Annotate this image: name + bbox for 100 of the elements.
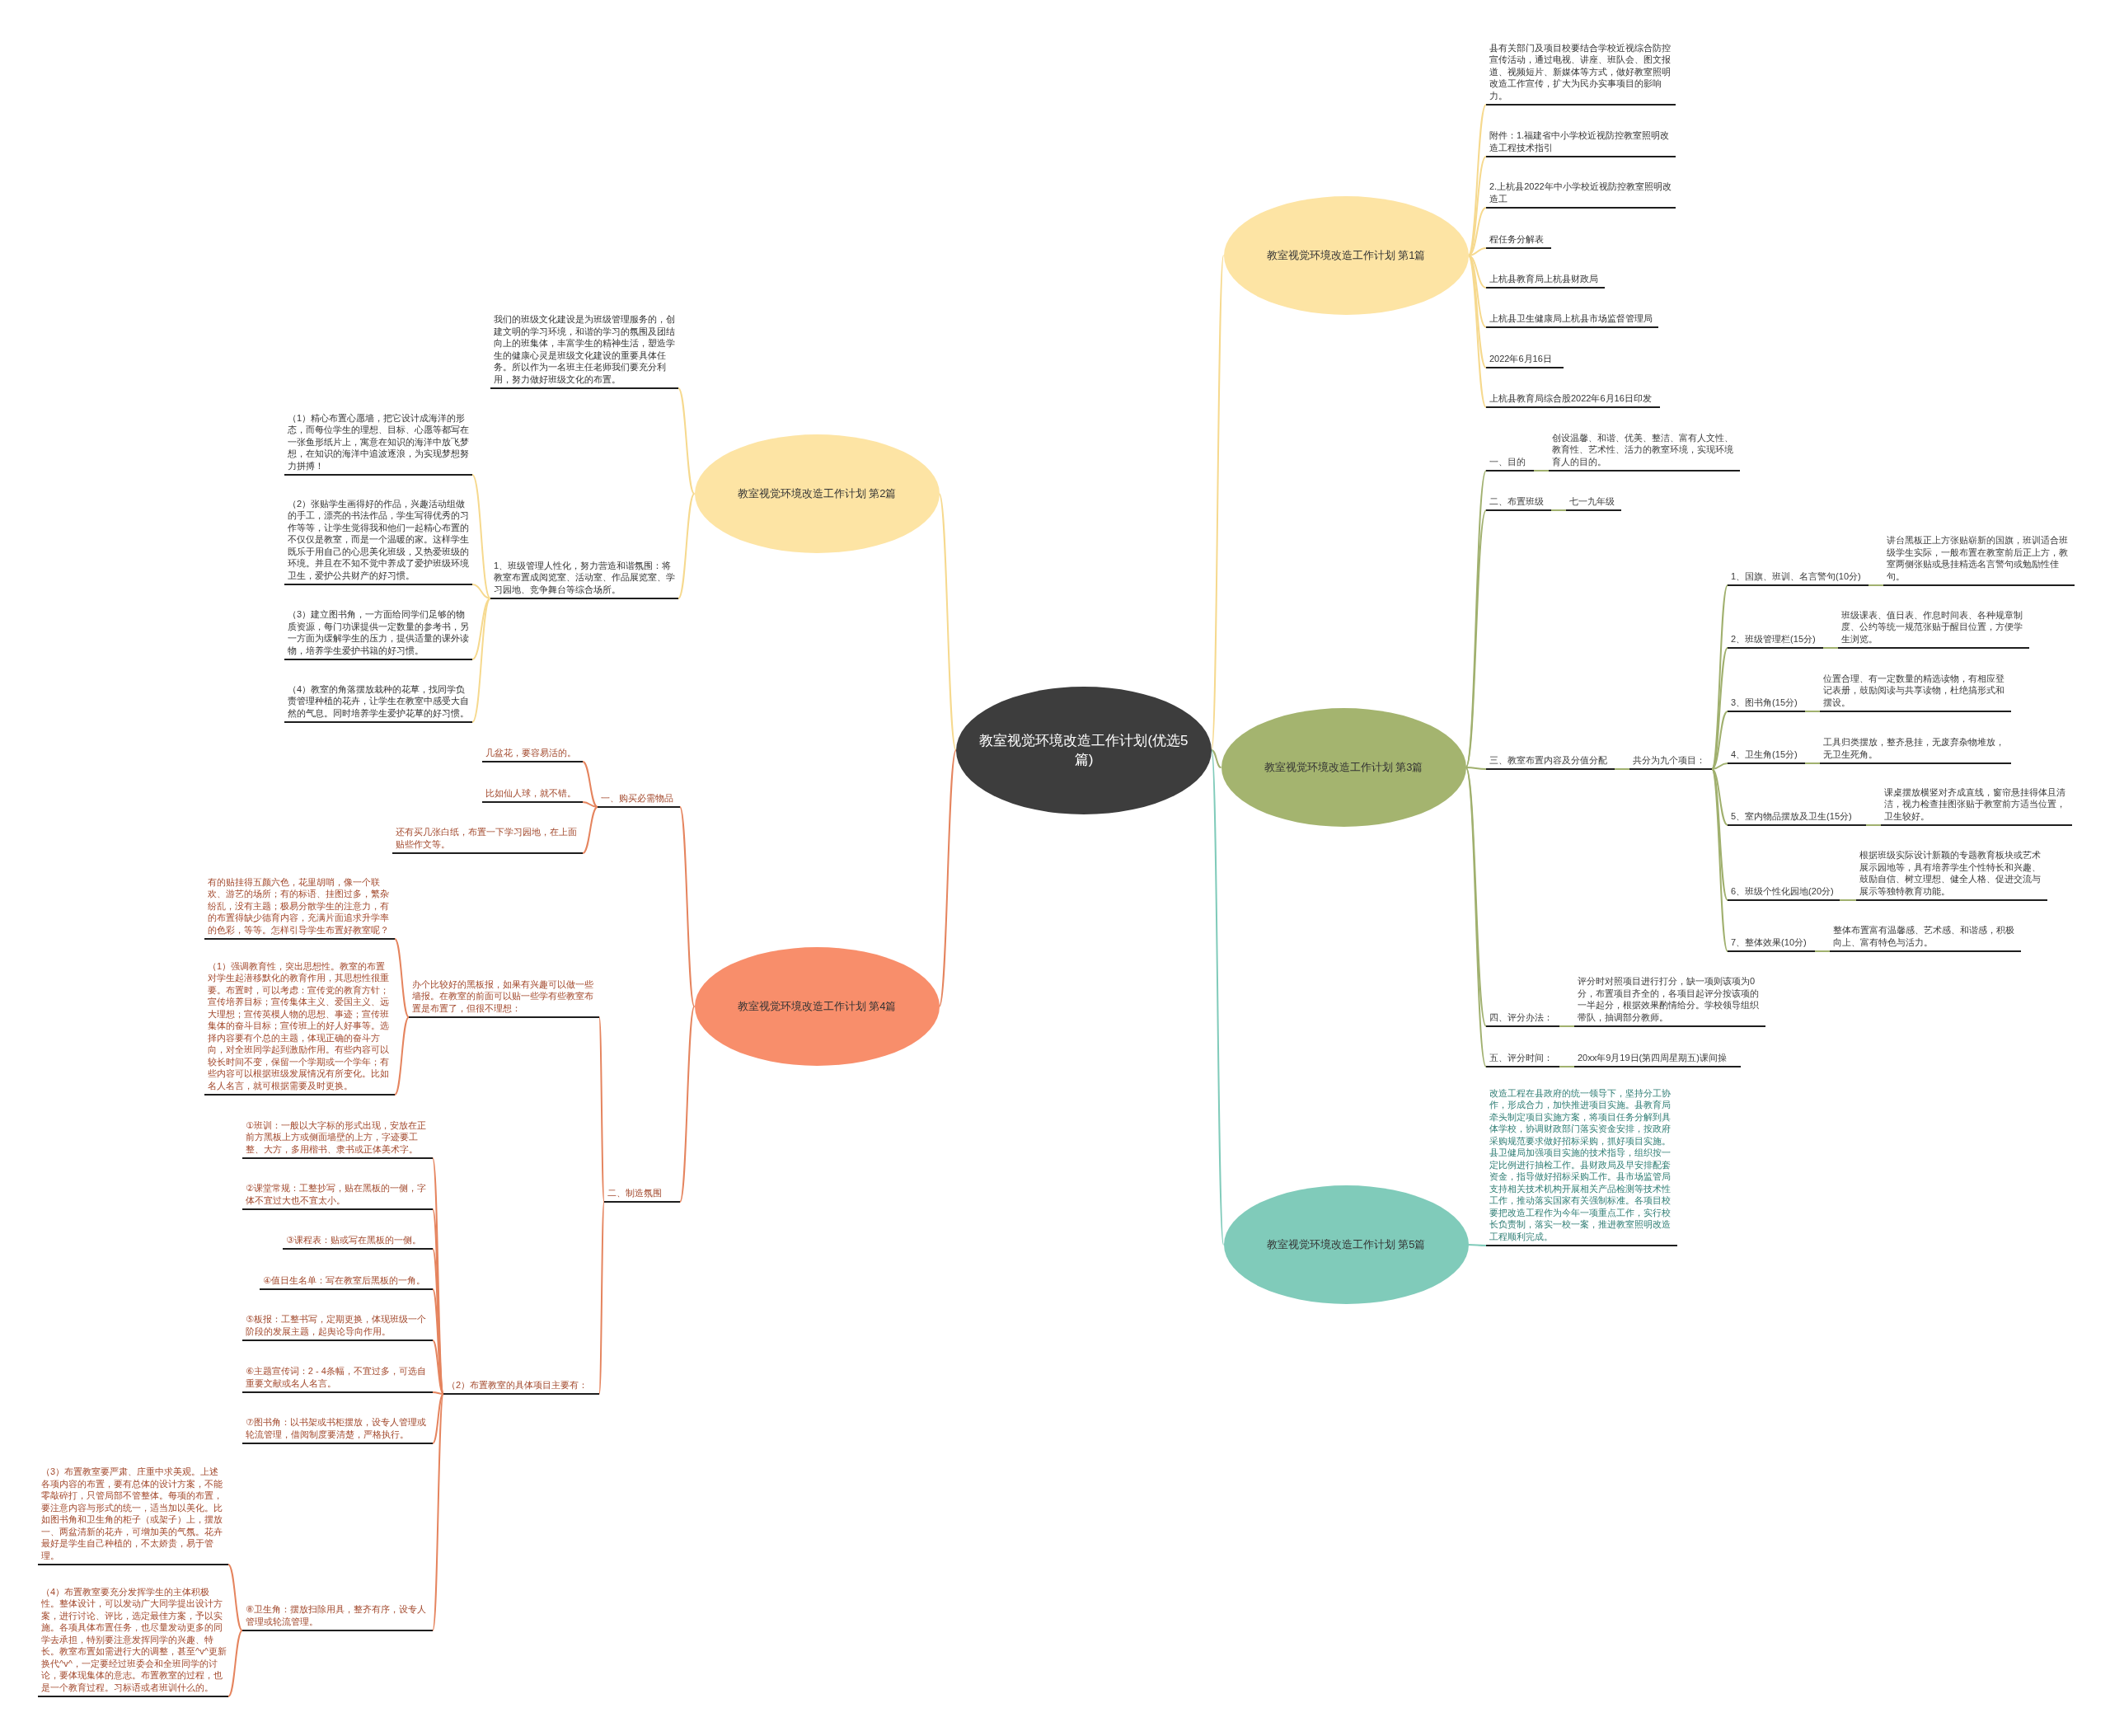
topic-label: 还有买几张白纸，布置一下学习园地，在上面贴些作文等。 — [392, 826, 583, 854]
connector-line — [432, 1340, 444, 1395]
topic-label: ③课程表：贴或写在黑板的一侧。 — [283, 1233, 433, 1250]
connector-line — [1550, 509, 1567, 511]
topic-label: 一、购买必需物品 — [598, 791, 680, 808]
connector-line — [227, 1564, 243, 1631]
branch-topic-ellipse: 教室视觉环境改造工作计划 第4篇 — [694, 947, 940, 1066]
connector-line — [1868, 584, 1884, 586]
connector-line — [394, 1016, 410, 1096]
connector-line — [432, 1393, 444, 1444]
topic-label: 班级课表、值日表、作息时间表、各种规章制度、公约等统一规范张贴于醒目位置，方便学生浏览。 — [1838, 608, 2029, 649]
connector-line — [227, 1630, 243, 1697]
connector-line — [1614, 768, 1630, 770]
topic-label: 2022年6月16日 — [1486, 352, 1564, 368]
connector-line — [432, 1393, 444, 1631]
connector-line — [394, 938, 410, 1018]
topic-label: 整体布置富有温馨感、艺术感、和谐感，积极向上、富有特色与活力。 — [1830, 924, 2021, 952]
connector-line — [1211, 749, 1222, 768]
topic-label: 几盆花，要容易活的。 — [482, 746, 583, 762]
topic-label: 上杭县教育局上杭县财政局 — [1486, 272, 1605, 289]
connector-line — [1533, 470, 1550, 472]
topic-label: ④值日生名单：写在教室后黑板的一角。 — [260, 1274, 433, 1290]
topic-label: （4）布置教室要充分发挥学生的主体积极性。整体设计，可以发动广大同学提出设计方案，进行讨论、评比，选定最佳方案，予以实施。各项具体布置任务，也尽量发动更多的同学去承担，特别要注意发挥同学的兴趣、特长。教室布置如需进行大的调整，甚至^v^更新换代^v^，一定要经过班委会和全班同学的讨论，要体现集体的意志。布置教室的过程，也是一个教育过程。习标语或者班训什么的。 — [38, 1585, 228, 1697]
connector-line — [582, 761, 598, 808]
connector-line — [1467, 1244, 1487, 1246]
connector-line — [1804, 762, 1821, 764]
connector-line — [1711, 647, 1728, 770]
connector-line — [1865, 824, 1882, 826]
connector-line — [679, 1006, 696, 1203]
topic-label: 课桌摆放横竖对齐成直线，窗帘悬挂得体且清洁，视力检查挂图张贴于教室前方适当位置，卫生较好。 — [1881, 786, 2072, 826]
topic-label: ⑦图书角：以书架或书柜摆放，设专人管理或轮流管理，借阅制度要清楚，严格执行。 — [242, 1416, 433, 1444]
topic-label: 讲台黑板正上方张贴崭新的国旗，班训适合班级学生实际，一般布置在教室前后正上方，教室两侧张贴或悬挂精选名言警句或勉励性佳句。 — [1883, 534, 2075, 586]
topic-label: 七一九年级 — [1566, 495, 1621, 511]
connector-line — [432, 1391, 444, 1395]
topic-label: 上杭县教育局综合股2022年6月16日印发 — [1486, 392, 1660, 408]
connector-line — [1465, 767, 1487, 770]
topic-label: （2）布置教室的具体项目主要有： — [443, 1378, 599, 1395]
topic-label: ⑥主题宣传词：2 - 4条幅，不宜过多，可选自重要文献或名人名言。 — [242, 1365, 433, 1393]
branch-topic-ellipse: 教室视觉环境改造工作计划 第2篇 — [694, 434, 940, 553]
connector-line — [1839, 899, 1857, 901]
topic-label: （1）强调教育性，突出思想性。教室的布置对学生起潜移默化的教育作用，其思想性很重要。布置时，可以考虑：宣传党的教育方针；宣传培养目标；宣传集体主义、爱国主义、远大理想；宣传英模人物的思想、事迹；宣传班集体的奋斗目标；宣传班上的好人好事等。选择内容要有个总的主题，体现正确的奋斗方向，对全班同学起到激励作用。有些内容可以较长时间不变，保留一个学期或一个学年；有些内容可以根据班级发展情况有所变化。比如名人名言，就可根据需要及时更换。 — [204, 959, 395, 1096]
branch-topic-ellipse: 教室视觉环境改造工作计划 第5篇 — [1223, 1185, 1469, 1304]
topic-label: ①班训：一般以大字标的形式出现，安放在正前方黑板上方或侧面墙壁的上方，字迹要工整、大方，多用楷书、隶书或正体美术字。 — [242, 1119, 433, 1159]
topic-label: （1）精心布置心愿墙，把它设计成海洋的形态，而每位学生的理想、目标、心愿等都写在一张鱼形纸片上，寓意在知识的海洋中放飞梦想，在知识的海洋中追波逐浪，为实现梦想努力拼搏！ — [284, 411, 472, 476]
topic-label: 有的贴挂得五颜六色，花里胡哨，像一个联欢、游艺的场所；有的标语、挂图过多，繁杂纷乱，没有主题；极易分散学生的注意力，有的布置得缺少德育内容，充满片面追求升学率的色彩，等等。怎样引导学生布置好教室呢？ — [204, 875, 395, 940]
topic-label: 二、制造氛围 — [604, 1186, 680, 1203]
connector-line — [1711, 768, 1728, 952]
topic-label: 6、班级个性化园地(20分) — [1728, 884, 1840, 901]
connector-line — [678, 387, 696, 495]
connector-line — [471, 598, 491, 660]
connector-line — [582, 806, 598, 854]
connector-line — [1711, 762, 1728, 770]
topic-label: 上杭县卫生健康局上杭县市场监督管理局 — [1486, 312, 1658, 328]
connector-line — [1711, 584, 1728, 770]
topic-label: （4）教室的角落摆放栽种的花草，找同学负责管理种植的花卉，让学生在教室中感受大自然的气息。同时培养学生爱护花草的好习惯。 — [284, 683, 472, 723]
topic-label: 1、国旗、班训、名言警句(10分) — [1728, 570, 1869, 586]
connector-line — [582, 801, 598, 808]
connector-line — [598, 1016, 605, 1203]
topic-label: 三、教室布置内容及分值分配 — [1486, 753, 1615, 770]
topic-label: 五、评分时间： — [1486, 1051, 1559, 1067]
topic-label: 改造工程在县政府的统一领导下，坚持分工协作，形成合力，加快推进项目实施。县教育局牵头制定项目实施方案，将项目任务分解到具体学校，协调财政部门落实资金安排，按政府采购规范要求做好招标采购，抓好项目实施。县卫健局加强项目实施的技术指导，组织按一定比例进行抽检工作。县财政局及早安排配套资金，指导做好招标采购工作。县市场监管局支持相关技术机构开展相关产品检测等技术性工作，推动落实国家有关强制标准。各项目校要把改造工程作为今年一项重点工作，实行校长负责制，落实一校一案，推进教室照明改造工程顺利完成。 — [1486, 1086, 1677, 1246]
topic-label: 四、评分办法： — [1486, 1011, 1559, 1027]
topic-label: ②课堂常规：工整抄写，贴在黑板的一侧，字体不宜过大也不宜太小。 — [242, 1182, 433, 1210]
topic-label: 20xx年9月19日(第四周星期五)课间操 — [1574, 1051, 1741, 1067]
connector-line — [1804, 711, 1821, 712]
topic-label: 创设温馨、和谐、优美、整洁、富有人文性、教育性、艺术性、活力的教室环境，实现环境育人的目的。 — [1549, 431, 1740, 472]
branch-topic-ellipse: 教室视觉环境改造工作计划 第1篇 — [1223, 196, 1469, 315]
topic-label: 程任务分解表 — [1486, 232, 1551, 249]
connector-line — [471, 584, 491, 599]
topic-label: 3、图书角(15分) — [1728, 696, 1805, 712]
connector-line — [432, 1288, 444, 1395]
connector-line — [1559, 1066, 1575, 1067]
topic-label: 工具归类摆放，整齐悬挂，无废弃杂物堆放，无卫生死角。 — [1820, 736, 2011, 764]
topic-label: 共分为九个项目： — [1629, 753, 1712, 770]
topic-label: ⑤板报：工整书写，定期更换，体现班级一个阶段的发展主题，起舆论导向作用。 — [242, 1313, 433, 1341]
connector-line — [938, 493, 957, 751]
topic-label: （3）建立图书角，一方面给同学们足够的物质资源，每门功课提供一定数量的参考书，另一方面为缓解学生的压力，提供适量的课外读物，培养学生爱护书籍的好习惯。 — [284, 608, 472, 660]
branch-topic-ellipse: 教室视觉环境改造工作计划 第3篇 — [1221, 708, 1466, 827]
connector-line — [598, 1201, 605, 1395]
topic-label: 办个比较好的黑板报，如果有兴趣可以做一些墙报。在教室的前面可以贴一些学有些教室布置是布置了，但很不理想： — [409, 978, 599, 1018]
connector-line — [471, 474, 491, 599]
topic-label: 1、班级管理人性化，努力营造和谐氛围：将教室布置成阅览室、活动室、作品展览室、学习园地、竞争舞台等综合场所。 — [490, 559, 678, 599]
topic-label: 根据班级实际设计新颖的专题教育板块或艺术展示园地等，具有培养学生个性特长和兴趣、鼓励自信、树立理想、健全人格、促进交流与展示等独特教育功能。 — [1856, 849, 2047, 901]
connector-line — [1814, 950, 1831, 952]
topic-label: 2.上杭县2022年中小学校近视防控教室照明改造工 — [1486, 181, 1676, 209]
topic-label: 比如仙人球，就不错。 — [482, 786, 583, 803]
connector-line — [1822, 647, 1839, 649]
topic-label: 二、布置班级 — [1486, 495, 1551, 511]
topic-label: 7、整体效果(10分) — [1728, 936, 1815, 952]
connector-line — [1559, 1025, 1575, 1027]
central-topic-ellipse: 教室视觉环境改造工作计划(优选5篇) — [956, 686, 1212, 814]
connector-line — [1711, 768, 1728, 901]
topic-label: 附件：1.福建省中小学校近视防控教室照明改造工程技术指引 — [1486, 129, 1676, 157]
topic-label: 4、卫生角(15分) — [1728, 748, 1805, 764]
topic-label: ⑧卫生角：摆放扫除用具，整齐有序，设专人管理或轮流管理。 — [242, 1603, 433, 1631]
topic-label: 评分时对照项目进行打分，缺一项则该项为0分，布置项目齐全的，各项目起评分按该项的一半起分，根据效果酌情给分。学校领导组织带队，抽调部分教师。 — [1574, 975, 1765, 1027]
connector-line — [938, 749, 957, 1007]
topic-label: （3）布置教室要严肃、庄重中求美观。上述各项内容的布置，要有总体的设计方案，不能零敲碎打，只管局部不管整体。每项的布置，要注意内容与形式的统一，适当加以美化。比如图书角和卫生角的柜子（或架子）上，摆放一、两盆清新的花卉，可增加美的气氛。花卉最好是学生自己种植的，不太娇贵，易于管理。 — [38, 1466, 228, 1565]
topic-label: 一、目的 — [1486, 455, 1534, 472]
topic-label: （2）张贴学生画得好的作品，兴趣活动组做的手工，漂亮的书法作品，学生写得优秀的习作等等，让学生觉得我和他们一起精心布置的不仅仅是教室，而是一个温暖的家。这样学生既乐于用自己的心思美化班级，又热爱班级的环境。并且在不知不觉中养成了爱护班级环境卫生，爱护公共财产的好习惯。 — [284, 497, 472, 585]
